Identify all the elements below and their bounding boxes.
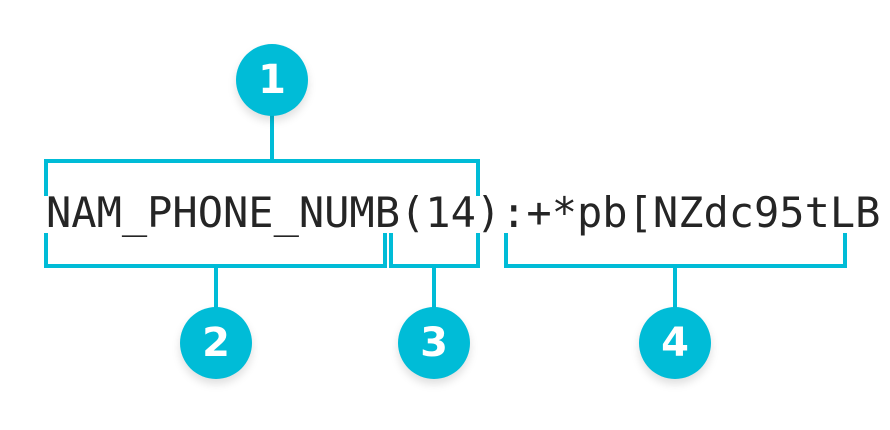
bracket-1	[44, 159, 480, 196]
annotation-marker-1[interactable]: 1	[236, 44, 308, 116]
annotation-marker-4-label: 4	[661, 320, 689, 366]
bracket-group-2	[44, 233, 387, 314]
annotation-marker-1-label: 1	[258, 57, 286, 103]
bracket-3	[389, 233, 480, 268]
annotation-marker-4[interactable]: 4	[639, 307, 711, 379]
bracket-4	[504, 233, 847, 268]
annotation-marker-3[interactable]: 3	[398, 307, 470, 379]
annotation-marker-2[interactable]: 2	[180, 307, 252, 379]
bracket-2	[44, 233, 387, 268]
bracket-group-3	[389, 233, 480, 314]
annotation-marker-2-label: 2	[202, 320, 230, 366]
annotated-code-string: NAM_PHONE_NUMB(14):+*pb[NZdc95tLB	[46, 188, 881, 237]
bracket-group-1	[44, 113, 480, 196]
annotation-marker-3-label: 3	[420, 320, 448, 366]
bracket-group-4	[504, 233, 847, 314]
